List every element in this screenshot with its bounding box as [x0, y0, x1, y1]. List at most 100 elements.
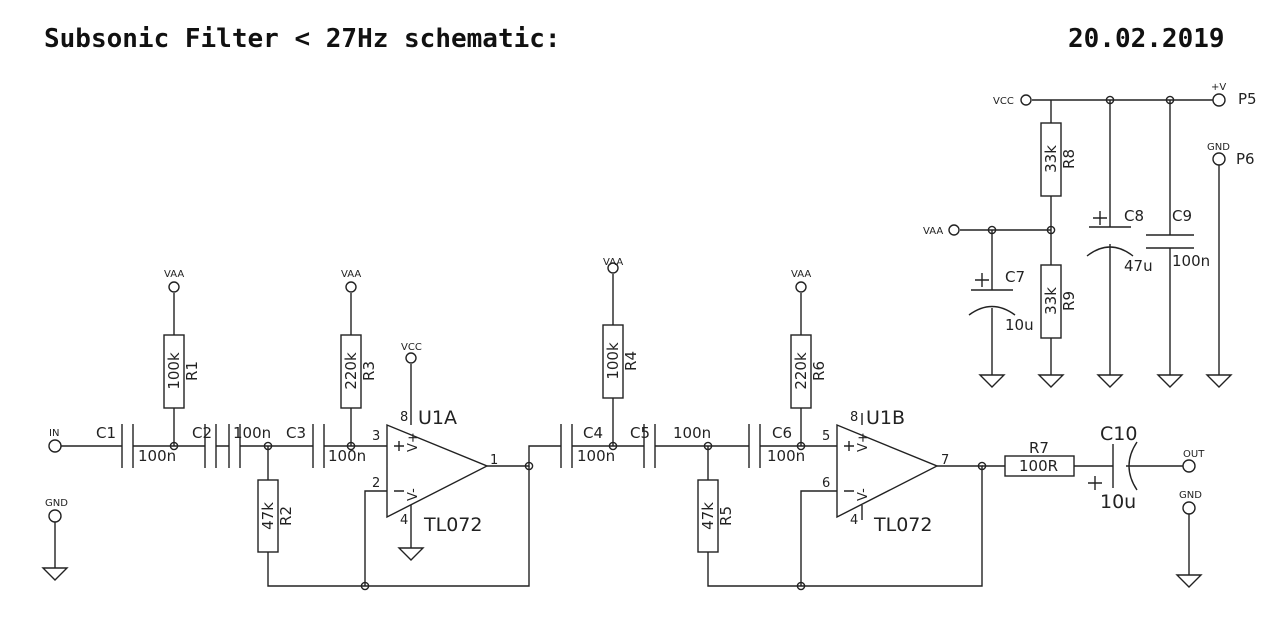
junctions [169, 95, 1175, 591]
net-label-out: OUT [1183, 449, 1205, 460]
opamps [386, 423, 939, 519]
c10-value: 10u [1100, 491, 1136, 513]
c10-ref: C10 [1100, 423, 1137, 445]
c3-value: 100n [328, 447, 366, 465]
net-label-vcc: VCC [401, 342, 422, 353]
net-label-gnd: GND [1207, 142, 1230, 153]
r4-ref: R4 [622, 351, 640, 371]
u1b-pin-5: 5 [822, 429, 830, 444]
r2-value: 47k [259, 502, 277, 530]
capacitor-c2 [204, 424, 217, 468]
u1a-vminus-label: V- [406, 488, 421, 501]
c7-value: 10u [1005, 316, 1034, 334]
r7-value: 100R [1019, 457, 1058, 475]
c9-value: 100n [1172, 252, 1210, 270]
r2-ref: R2 [277, 506, 295, 526]
net-label-vplus: +V [1211, 82, 1226, 93]
terminals [48, 93, 1226, 523]
net-label-vaa: VAA [164, 269, 184, 280]
net-label-vaa: VAA [341, 269, 361, 280]
net-label-vcc: VCC [993, 96, 1014, 107]
labels: IN GND VAA VAA VCC VAA VAA OUT GND VCC V… [45, 82, 1257, 536]
capacitor-c3b [312, 424, 325, 468]
net-label-gnd: GND [1179, 490, 1202, 501]
resistor-r9 [1040, 264, 1062, 339]
c8-value: 47u [1124, 257, 1153, 275]
r8-value: 33k [1042, 145, 1060, 173]
c7-ref: C7 [1005, 268, 1025, 286]
c3-ref: C3 [286, 424, 306, 442]
capacitor-c9 [1146, 234, 1194, 249]
schematic-title: Subsonic Filter < 27Hz schematic: [44, 24, 561, 54]
c6-value: 100n [767, 447, 805, 465]
c5-value: 100n [673, 424, 711, 442]
u1a-value: TL072 [423, 514, 482, 536]
ground-symbols [41, 374, 1233, 588]
u1b-pin-4: 4 [850, 513, 858, 528]
u1a-pin-2: 2 [372, 476, 380, 491]
net-label-gnd: GND [45, 498, 68, 509]
net-label-in: IN [49, 428, 59, 439]
c1-ref: C1 [96, 424, 116, 442]
resistors [163, 122, 1075, 553]
u1b-value: TL072 [873, 514, 932, 536]
r1-ref: R1 [183, 361, 201, 381]
u1a-ref: U1A [418, 407, 457, 429]
capacitor-c4 [560, 424, 573, 468]
r6-ref: R6 [810, 361, 828, 381]
c2-ref: C2 [192, 424, 212, 442]
r3-ref: R3 [360, 361, 378, 381]
resistor-r1 [163, 334, 185, 409]
c1-value: 100n [138, 447, 176, 465]
schematic-date: 20.02.2019 [1068, 24, 1225, 54]
capacitors [121, 211, 1194, 491]
u1b-vminus-label: V- [856, 488, 871, 501]
u1a-pin-8: 8 [400, 410, 408, 425]
u1a-pin-4: 4 [400, 513, 408, 528]
net-label-vaa: VAA [791, 269, 811, 280]
u1a-pin-1: 1 [490, 453, 498, 468]
r6-value: 220k [792, 352, 810, 390]
c6-ref: C6 [772, 424, 792, 442]
wires [54, 99, 1220, 587]
c9-ref: C9 [1172, 207, 1192, 225]
net-label-vaa: VAA [603, 257, 623, 268]
resistor-r2 [257, 479, 279, 553]
u1b-ref: U1B [866, 407, 905, 429]
r4-value: 100k [604, 342, 622, 380]
u1a-pin-3: 3 [372, 429, 380, 444]
capacitor-c3 [228, 424, 241, 468]
c8-ref: C8 [1124, 207, 1144, 225]
u1b-vplus-label: V+ [856, 432, 871, 452]
u1b-pin-8: 8 [850, 410, 858, 425]
port-label-p6: P6 [1236, 150, 1255, 168]
capacitor-c5 [643, 424, 656, 468]
u1b-pin-7: 7 [941, 453, 949, 468]
r9-ref: R9 [1060, 291, 1078, 311]
c4-value: 100n [577, 447, 615, 465]
u1b-pin-6: 6 [822, 476, 830, 491]
resistor-r8 [1040, 122, 1062, 197]
r3-value: 220k [342, 352, 360, 390]
r1-value: 100k [165, 352, 183, 390]
net-label-vaa: VAA [923, 226, 943, 237]
r7-ref: R7 [1029, 439, 1049, 457]
r5-ref: R5 [717, 506, 735, 526]
r5-value: 47k [699, 502, 717, 530]
resistor-r4 [602, 324, 624, 399]
resistor-r5 [697, 479, 719, 553]
resistor-r6 [790, 334, 812, 409]
port-label-p5: P5 [1238, 90, 1257, 108]
c4-ref: C4 [583, 424, 603, 442]
resistor-r3 [340, 334, 362, 409]
opamp-u1b [836, 423, 939, 519]
c5-ref: C5 [630, 424, 650, 442]
capacitor-c6 [748, 424, 761, 468]
resistor-r7 [1004, 455, 1075, 477]
capacitor-c1 [121, 424, 134, 468]
u1a-vplus-label: V+ [406, 432, 421, 452]
r9-value: 33k [1042, 287, 1060, 315]
opamp-u1a [386, 423, 489, 519]
